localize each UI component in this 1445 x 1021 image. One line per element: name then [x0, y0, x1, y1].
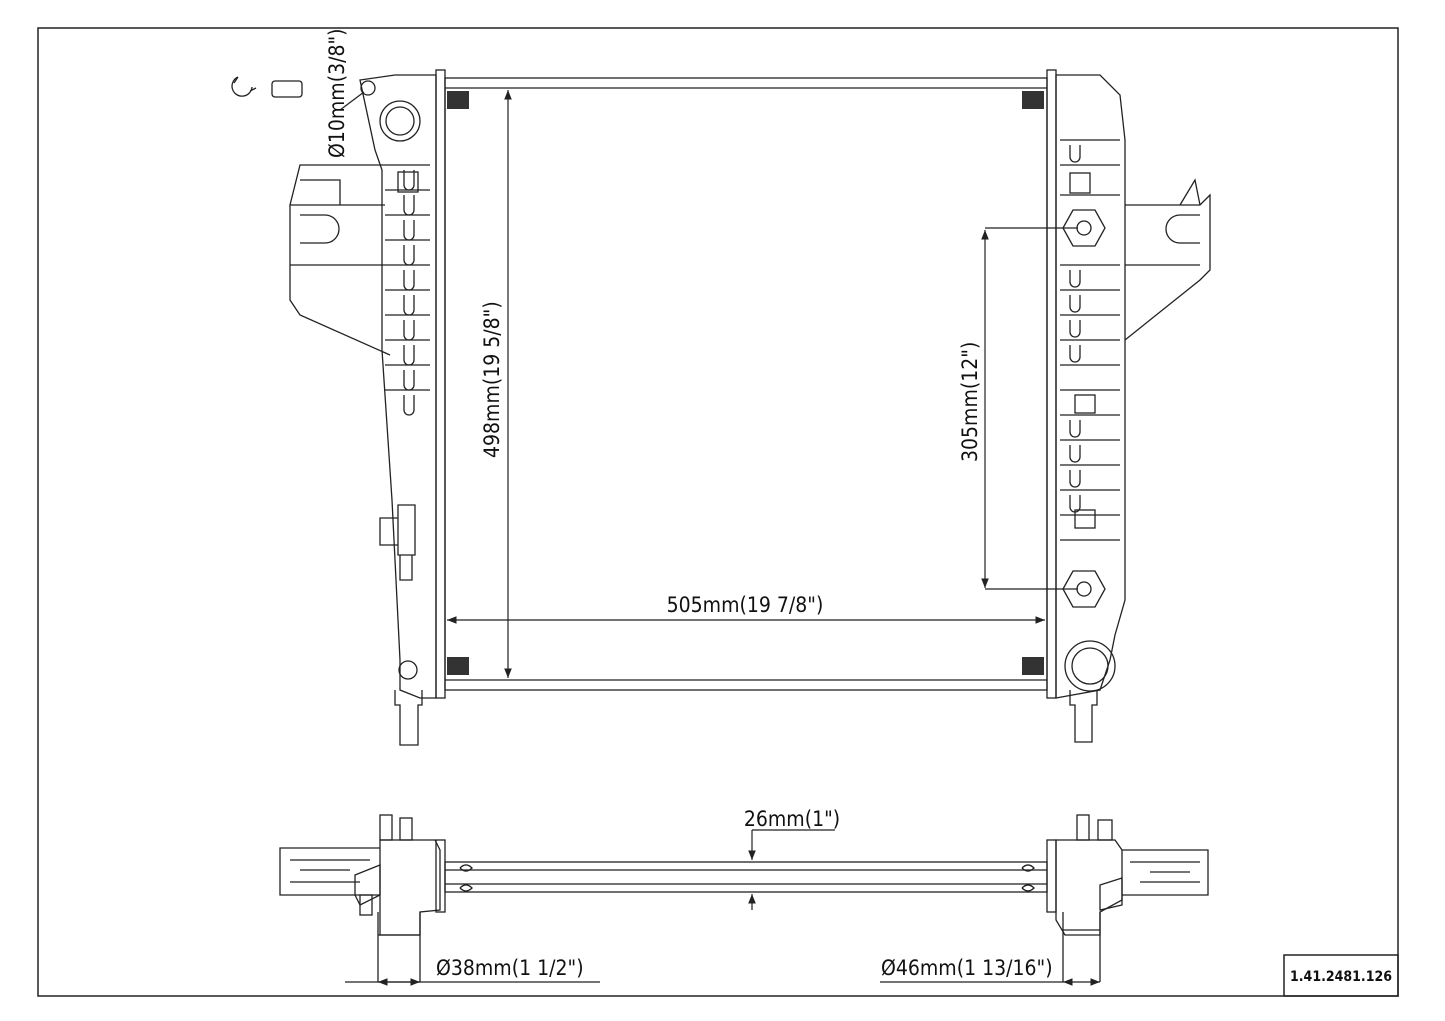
- right-outlet-neck: [1064, 640, 1116, 692]
- core-width-label: 505mm(19 7/8"): [667, 593, 824, 617]
- fitting-diameter-label: Ø10mm(3/8"): [325, 28, 349, 158]
- title-block: 1.41.2481.126: [1283, 954, 1399, 997]
- drawing-border: [37, 27, 1399, 997]
- side-left-tank: [379, 839, 441, 936]
- mount-spacing-label: 305mm(12"): [958, 342, 982, 462]
- side-left-pipe: [377, 912, 421, 982]
- side-dimensions: [345, 829, 1100, 986]
- side-right-tank: [1055, 839, 1123, 936]
- lower-cooler-fitting: [1062, 570, 1106, 608]
- core-height-label: 498mm(19 5/8"): [480, 301, 504, 458]
- plug-icon: [271, 80, 303, 98]
- left-mount-bracket: [289, 164, 391, 356]
- corner-fins: [447, 91, 1044, 675]
- left-outlet-pipe: [394, 690, 423, 746]
- outlet-diameter-label: Ø46mm(1 13/16"): [881, 956, 1053, 980]
- fitting-10mm: [360, 80, 376, 96]
- left-tank-ribs: [385, 164, 430, 416]
- radiator-front-view: [231, 69, 1211, 746]
- fitting-leader: [339, 91, 365, 111]
- core-thickness-label: 26mm(1"): [744, 807, 840, 831]
- left-filler-neck: [379, 100, 421, 142]
- left-sensor: [379, 504, 416, 581]
- side-left-bracket: [279, 847, 380, 896]
- part-number-label: 1.41.2481.126: [1290, 969, 1392, 985]
- right-mount-bracket: [1124, 178, 1211, 341]
- side-right-bracket: [1122, 849, 1209, 896]
- front-dimensions: [339, 90, 1078, 678]
- side-right-pipe: [1062, 912, 1101, 982]
- upper-cooler-fitting: [1062, 209, 1106, 247]
- left-tank: [359, 74, 437, 699]
- right-tank-ribs: [1060, 139, 1120, 541]
- side-core: [444, 861, 1048, 893]
- inlet-diameter-label: Ø38mm(1 1/2"): [436, 956, 584, 980]
- clip-icon: [231, 76, 257, 97]
- right-tank: [1055, 74, 1126, 699]
- right-outlet-pipe: [1069, 690, 1098, 743]
- radiator-side-view: [279, 814, 1209, 982]
